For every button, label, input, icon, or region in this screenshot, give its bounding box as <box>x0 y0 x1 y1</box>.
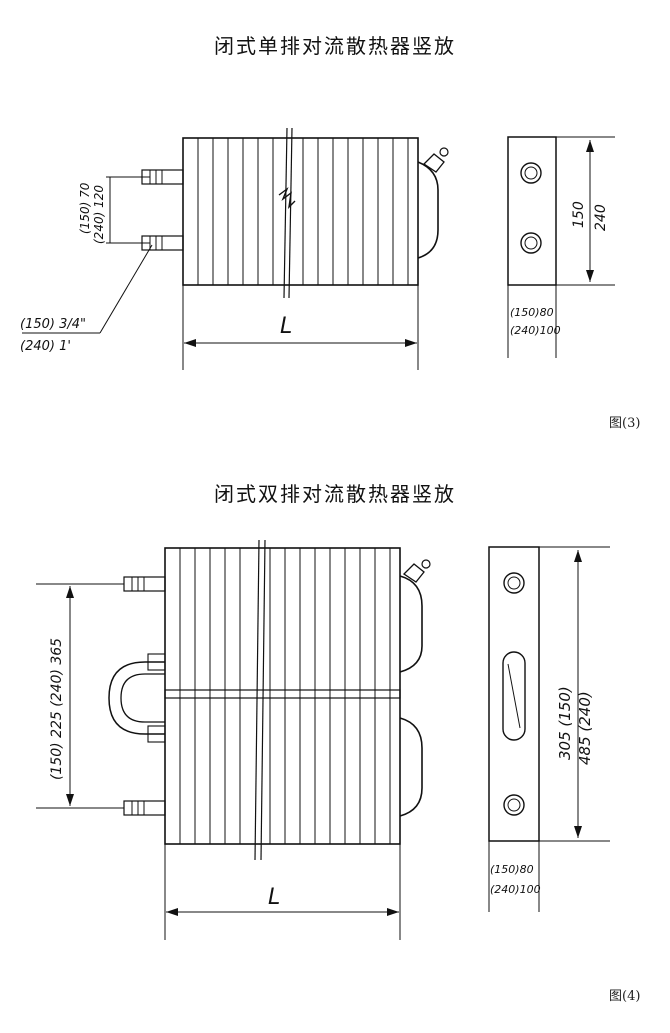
fig3-radiator-front <box>22 127 449 370</box>
figure4-label: 图(4) <box>609 989 641 1004</box>
fig4-side-loop-lower <box>399 717 423 817</box>
vent-valve-icon <box>422 153 445 173</box>
fig3-dim-spacing: (150) 70 <box>78 182 92 234</box>
figure3-title: 闭式单排对流散热器竖放 <box>214 34 456 58</box>
fig4-side-loop-upper <box>399 575 423 673</box>
fig3-depth: (150)80 <box>510 306 554 319</box>
fig4-fins <box>179 548 391 844</box>
fig3-pipe-size-alt: (240) 1' <box>20 339 71 354</box>
fig3-length-label: L <box>280 314 292 339</box>
fig3-pipe-size: (150) 3/4" <box>20 317 86 332</box>
fig4-radiator-side <box>488 546 610 912</box>
fig3-fins <box>197 138 409 285</box>
fig3-depth-alt: (240)100 <box>510 324 561 337</box>
fig4-length-label: L <box>268 885 280 910</box>
break-mark <box>278 186 296 209</box>
fig3-height-alt: 240 <box>593 204 609 231</box>
fig3-radiator-side <box>507 136 615 358</box>
fig3-dim-spacing-alt: (240) 120 <box>92 185 106 244</box>
fig3-side-loop <box>417 161 439 259</box>
fig4-radiator-front <box>36 539 431 940</box>
vent-valve-icon <box>402 563 425 583</box>
figure4-title: 闭式双排对流散热器竖放 <box>214 482 456 506</box>
fig4-divider <box>164 689 401 699</box>
fig4-height-alt: 485 (240) <box>576 691 594 765</box>
fig3-height: 150 <box>571 201 587 228</box>
fig4-u-bend <box>108 661 165 735</box>
fig4-depth: (150)80 <box>490 863 534 876</box>
fig4-depth-alt: (240)100 <box>490 883 541 896</box>
fig4-dim-total: (150) 225 (240) 365 <box>49 638 65 780</box>
fig4-height: 305 (150) <box>556 686 574 760</box>
figure3-label: 图(3) <box>609 416 641 431</box>
